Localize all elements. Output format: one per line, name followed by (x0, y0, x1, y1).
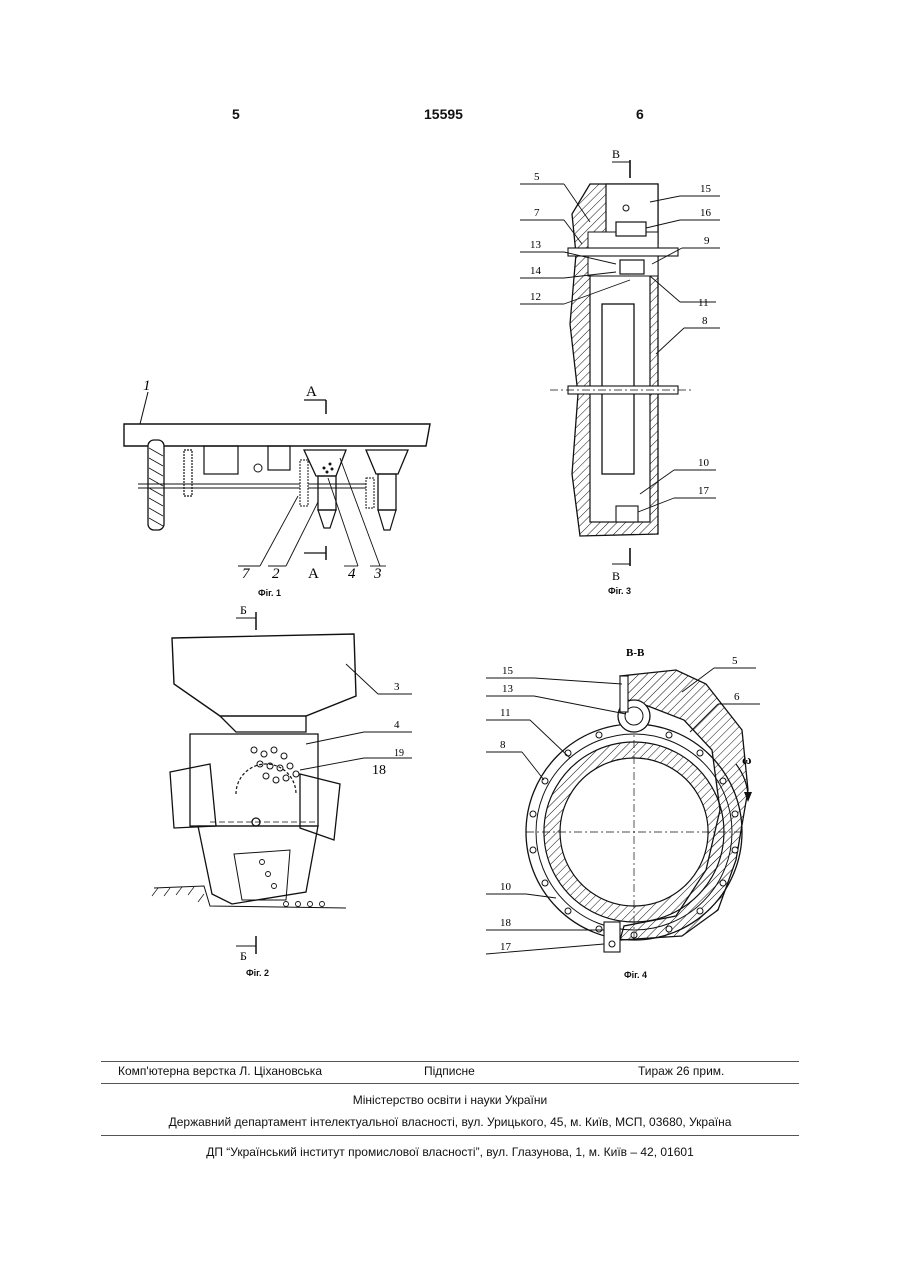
fig1-label-1: 1 (143, 378, 151, 394)
fig4-label-15: 15 (502, 665, 514, 677)
fig4-label-17: 17 (500, 941, 512, 953)
figure-3-drawing: B B 5 7 13 14 12 15 16 9 11 8 10 17 (520, 144, 750, 584)
footer-institute: ДП “Український інститут промислової вла… (101, 1145, 799, 1159)
fig2-label-18: 18 (372, 763, 386, 778)
fig4-label-8: 8 (500, 739, 506, 751)
fig3-label-13: 13 (530, 239, 542, 251)
fig1-label-4: 4 (348, 566, 356, 582)
fig3-label-17: 17 (698, 485, 710, 497)
figure-2-drawing: Б Б 3 4 19 18 (150, 604, 420, 964)
figure-3-caption: Фіг. 3 (608, 586, 631, 596)
fig3-label-12: 12 (530, 291, 541, 303)
fig3-section-top: B (612, 147, 620, 161)
fig4-label-10: 10 (500, 881, 512, 893)
fig1-section-a-bottom: A (308, 566, 319, 582)
footer-layout-credit: Комп'ютерна верстка Л. Ціхановська (118, 1064, 322, 1078)
figure-4-caption: Фіг. 4 (624, 970, 647, 980)
footer-circulation: Тираж 26 прим. (638, 1064, 724, 1078)
fig3-label-8: 8 (702, 315, 708, 327)
fig4-label-11: 11 (500, 707, 511, 719)
footer-signed: Підписне (424, 1064, 475, 1078)
fig4-omega: ω (742, 752, 752, 767)
figure-1-caption: Фіг. 1 (258, 588, 281, 598)
fig2-section-top: Б (240, 604, 247, 617)
footer-ministry: Міністерство освіти і науки України (101, 1093, 799, 1107)
page-number-right: 6 (636, 106, 644, 122)
fig2-section-bottom: Б (240, 949, 247, 963)
footer-rule-2 (101, 1083, 799, 1084)
fig2-label-4: 4 (394, 719, 400, 731)
fig3-label-10: 10 (698, 457, 710, 469)
fig3-label-15: 15 (700, 183, 712, 195)
fig4-label-5: 5 (732, 655, 738, 667)
footer-rule-1 (101, 1061, 799, 1062)
fig3-section-bottom: B (612, 569, 620, 583)
fig4-label-18: 18 (500, 917, 512, 929)
figure-4-drawing: В-В ω 15 13 11 8 10 18 17 5 6 (486, 640, 786, 970)
page-number-left: 5 (232, 106, 240, 122)
fig3-label-14: 14 (530, 265, 542, 277)
fig3-label-16: 16 (700, 207, 712, 219)
figure-1-drawing: 1 A A 7 2 4 3 (118, 378, 438, 583)
footer-department: Державний департамент інтелектуальної вл… (101, 1115, 799, 1129)
fig4-title: В-В (626, 647, 645, 659)
fig4-label-6: 6 (734, 691, 740, 703)
fig4-label-13: 13 (502, 683, 514, 695)
fig3-label-5: 5 (534, 171, 540, 183)
fig3-label-9: 9 (704, 235, 710, 247)
fig3-label-7: 7 (534, 207, 540, 219)
fig1-label-2: 2 (272, 566, 280, 582)
footer-rule-3 (101, 1135, 799, 1136)
fig1-label-7: 7 (242, 566, 251, 582)
figure-2-caption: Фіг. 2 (246, 968, 269, 978)
patent-number: 15595 (424, 106, 463, 122)
fig2-label-19: 19 (394, 748, 404, 759)
fig2-label-3: 3 (394, 681, 400, 693)
fig3-label-11: 11 (698, 297, 709, 309)
fig1-section-a-top: A (306, 384, 317, 400)
fig1-label-3: 3 (373, 566, 382, 582)
